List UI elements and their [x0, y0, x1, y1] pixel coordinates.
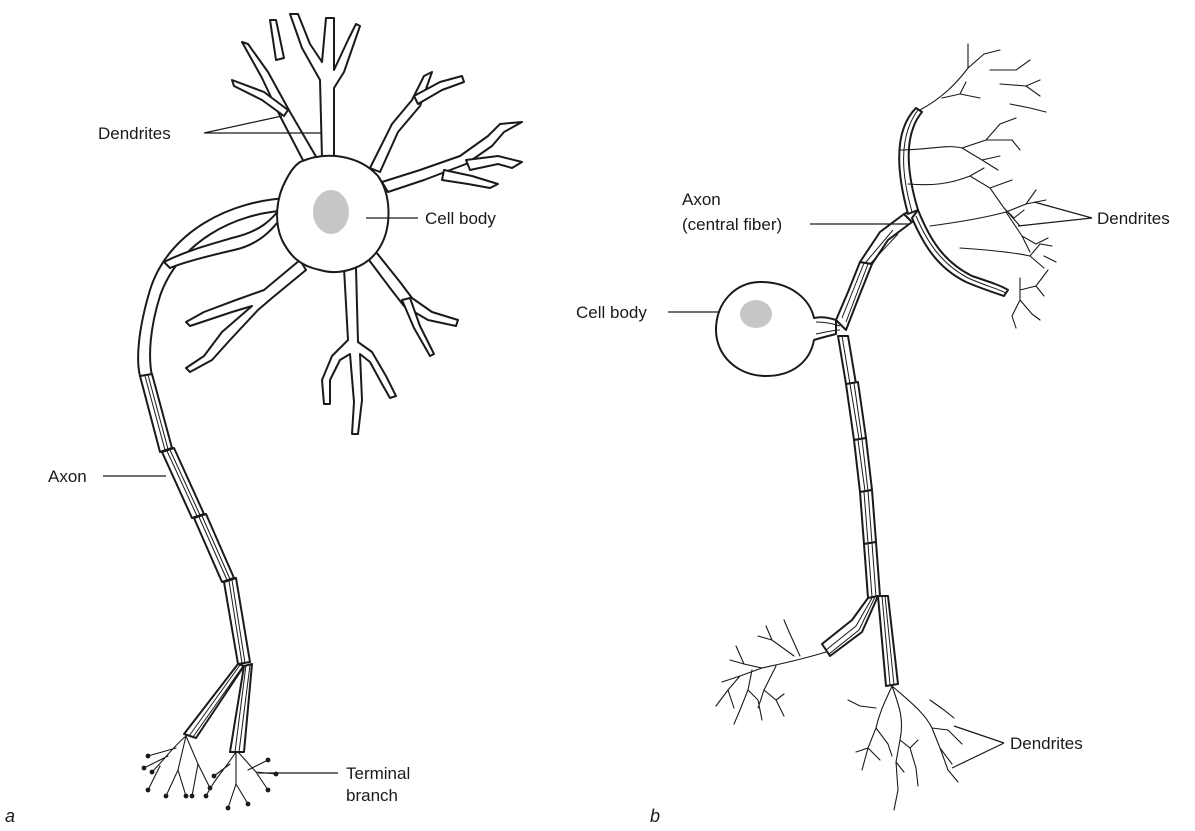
- panel-letter-a: a: [5, 806, 15, 826]
- cell-body-b: [716, 282, 840, 376]
- terminal-branches-a: [142, 736, 279, 810]
- dendrite-field-lower: [848, 686, 962, 810]
- leader-dendrites-a: [204, 116, 322, 133]
- dendrite-lower-middle: [322, 268, 396, 434]
- label-axon-b-2: (central fiber): [682, 215, 782, 234]
- panel-b-unipolar-neuron: Axon (central fiber) Dendrites Cell body…: [576, 44, 1170, 826]
- label-axon-a: Axon: [48, 467, 87, 486]
- dendrite-lower-left: [186, 260, 306, 372]
- labels-a: Dendrites Cell body Axon Terminal branch…: [5, 116, 496, 826]
- nucleus-b: [740, 300, 772, 328]
- axon-b: [822, 208, 918, 686]
- label-dendrites-b-lower: Dendrites: [1010, 734, 1083, 753]
- leader-dendrites-b-lower: [952, 726, 1004, 768]
- label-cell-body-b: Cell body: [576, 303, 647, 322]
- panel-letter-b: b: [650, 806, 660, 826]
- label-terminal-branch-1: Terminal: [346, 764, 410, 783]
- leader-dendrites-b-upper: [1018, 202, 1092, 226]
- cell-body-a: [277, 156, 388, 272]
- nucleus-a: [313, 190, 349, 234]
- label-terminal-branch-2: branch: [346, 786, 398, 805]
- dendrite-field-lower-left: [716, 620, 826, 724]
- panel-a-multipolar-neuron: Dendrites Cell body Axon Terminal branch…: [5, 14, 522, 826]
- label-cell-body-a: Cell body: [425, 209, 496, 228]
- terminal-bulbs-a: [142, 754, 279, 811]
- dendrite-right: [382, 122, 522, 192]
- label-axon-b-1: Axon: [682, 190, 721, 209]
- dendrite-field-upper: [899, 44, 1056, 328]
- dendrite-upper-right: [370, 72, 464, 172]
- dendrite-lower-right: [366, 252, 458, 356]
- myelin-segments-a: [140, 374, 252, 752]
- label-dendrites-b-upper: Dendrites: [1097, 209, 1170, 228]
- label-dendrites-a: Dendrites: [98, 124, 171, 143]
